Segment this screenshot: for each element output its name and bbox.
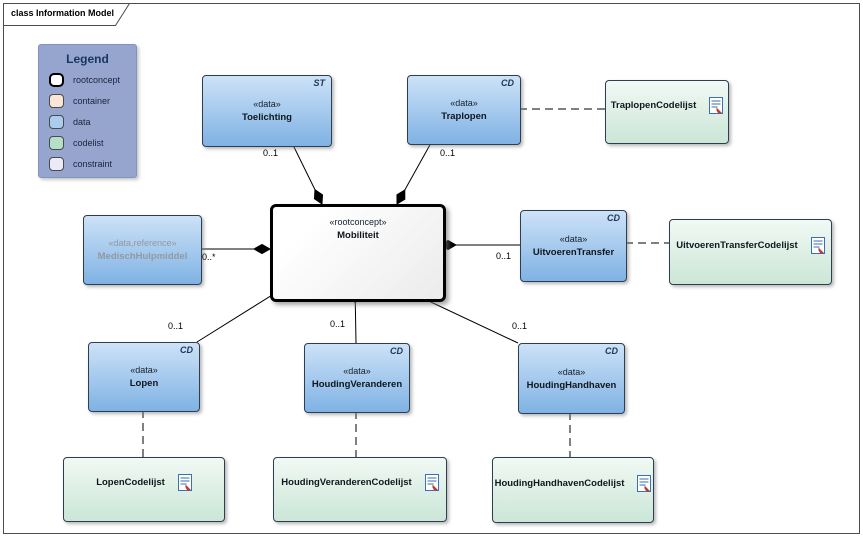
node-name: Mobiliteit — [337, 230, 379, 241]
connector-toelichting-mobiliteit — [292, 144, 322, 204]
connector-traplopen-mobiliteit — [397, 142, 432, 204]
stereotype: «rootconcept» — [329, 217, 387, 227]
multiplicity-label: 0..1 — [168, 321, 184, 331]
node-toelichting[interactable]: ST «data» Toelichting — [202, 75, 332, 147]
legend-label: codelist — [73, 137, 104, 148]
legend-label: data — [73, 116, 91, 127]
node-lopen-codelijst[interactable]: LopenCodelijst — [63, 457, 225, 522]
document-icon — [810, 236, 825, 254]
stereotype: «data» — [559, 234, 588, 244]
stereotype: «data» — [130, 365, 158, 375]
legend-item-container: container — [49, 93, 136, 108]
multiplicity-label: 0..1 — [496, 251, 512, 261]
node-houdinghandhaven-codelijst[interactable]: HoudingHandhavenCodelijst — [492, 457, 654, 523]
node-name: Toelichting — [242, 112, 292, 123]
data-swatch — [49, 114, 64, 129]
node-type-tag: CD — [501, 78, 514, 88]
node-name: HoudingHandhaven — [526, 379, 617, 391]
node-houdingveranderen-codelijst[interactable]: HoudingVeranderenCodelijst — [273, 457, 447, 522]
rootconcept-swatch — [49, 72, 64, 87]
node-name: Lopen — [129, 378, 159, 389]
node-houdingveranderen[interactable]: CD «data» HoudingVeranderen — [304, 343, 410, 413]
stereotype: «data,reference» — [108, 238, 177, 248]
frame-title: class Information Model — [11, 8, 115, 18]
stereotype: «data» — [557, 366, 586, 377]
node-name: HoudingVeranderenCodelijst — [281, 477, 412, 488]
node-uitvoerentransfer[interactable]: CD «data» UitvoerenTransfer — [520, 210, 627, 282]
node-name: LopenCodelijst — [96, 477, 165, 488]
node-medischhulpmiddel[interactable]: «data,reference» MedischHulpmiddel — [83, 215, 202, 285]
stereotype: «data» — [343, 366, 371, 376]
stereotype: «data» — [253, 99, 281, 109]
node-name: MedischHulpmiddel — [97, 251, 188, 262]
node-type-tag: ST — [313, 78, 325, 88]
legend: Legend rootconcept container data codeli… — [38, 44, 137, 178]
node-name: UitvoerenTransfer — [532, 247, 615, 258]
multiplicity-label: 0..1 — [263, 148, 279, 158]
stereotype: «data» — [450, 98, 478, 108]
legend-item-rootconcept: rootconcept — [49, 72, 136, 87]
document-icon — [177, 474, 192, 491]
node-houdinghandhaven[interactable]: CD «data» HoudingHandhaven — [518, 343, 625, 414]
node-name: TraplopenCodelijst — [610, 99, 697, 111]
document-icon — [637, 474, 652, 492]
node-type-tag: CD — [607, 213, 620, 223]
legend-label: container — [73, 95, 111, 106]
legend-item-data: data — [49, 114, 136, 129]
node-uitvoerentransfer-codelijst[interactable]: UitvoerenTransferCodelijst — [669, 219, 832, 285]
document-icon — [709, 96, 724, 114]
node-name: HoudingVeranderen — [311, 379, 403, 390]
legend-label: constraint — [73, 158, 113, 169]
node-type-tag: CD — [605, 346, 618, 356]
node-traplopen[interactable]: CD «data» Traplopen — [407, 75, 521, 145]
legend-item-constraint: constraint — [49, 156, 136, 171]
multiplicity-label: 0..1 — [512, 321, 528, 331]
document-icon — [424, 474, 439, 491]
node-type-tag: CD — [390, 346, 403, 356]
node-type-tag: CD — [180, 345, 193, 355]
legend-title: Legend — [66, 52, 109, 66]
multiplicity-label: 0..1 — [330, 319, 346, 329]
node-name: Traplopen — [441, 111, 487, 122]
frame-tab — [3, 3, 131, 26]
diagram-frame — [3, 3, 860, 534]
multiplicity-label: 0..* — [202, 252, 216, 262]
legend-item-codelist: codelist — [49, 135, 136, 150]
codelist-swatch — [49, 135, 64, 150]
node-name: UitvoerenTransferCodelijst — [676, 239, 798, 251]
container-swatch — [49, 93, 64, 108]
node-mobiliteit[interactable]: «rootconcept» Mobiliteit — [270, 204, 446, 302]
constraint-swatch — [49, 156, 64, 171]
node-lopen[interactable]: CD «data» Lopen — [88, 342, 200, 412]
node-name: HoudingHandhavenCodelijst — [494, 477, 625, 489]
node-traplopen-codelijst[interactable]: TraplopenCodelijst — [605, 80, 729, 144]
legend-label: rootconcept — [73, 74, 121, 85]
multiplicity-label: 0..1 — [440, 148, 456, 158]
